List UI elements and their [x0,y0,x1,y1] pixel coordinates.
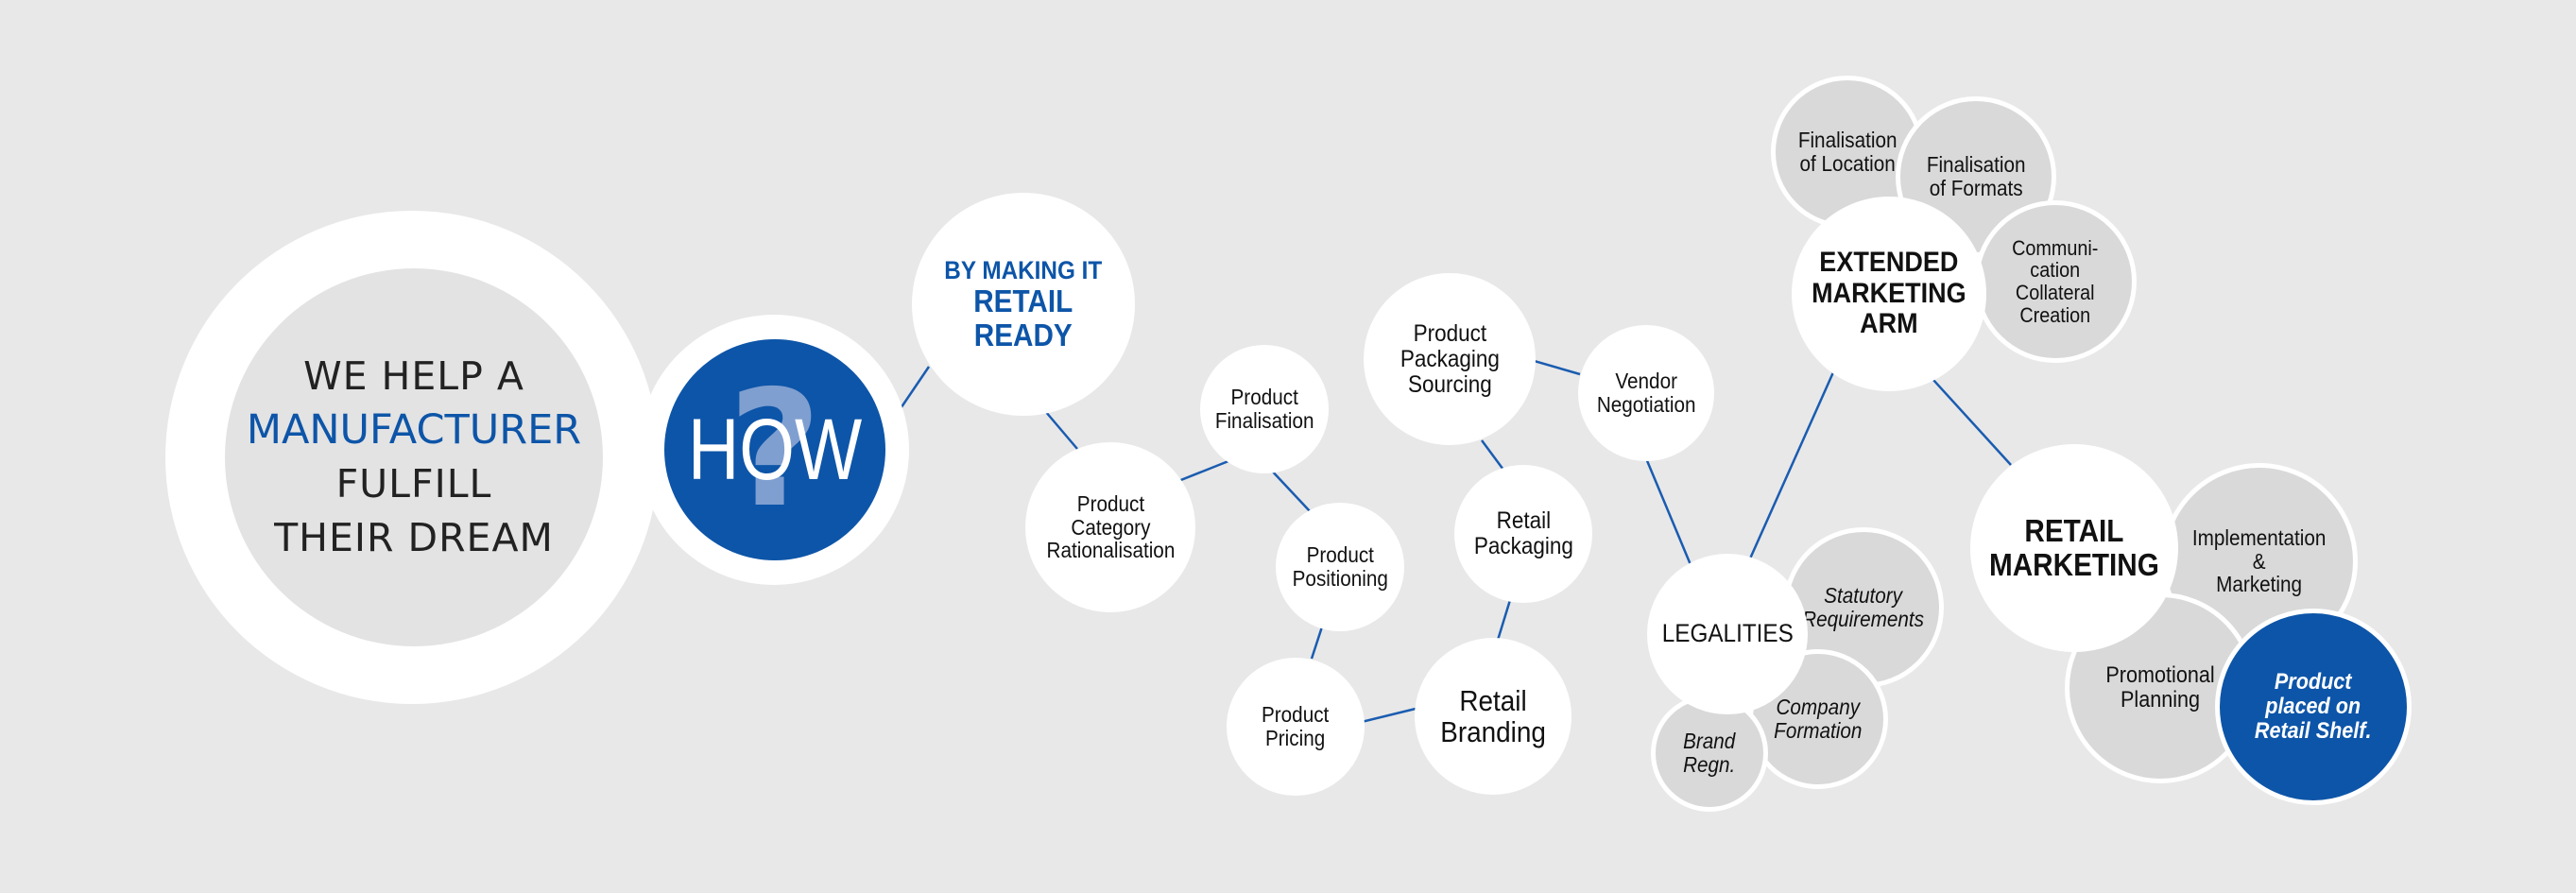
product-category-line-1: Product [1076,490,1144,516]
implementation-line-2: & [2253,548,2266,574]
retail-packaging-line-2: Packaging [1473,533,1573,559]
extended-marketing-line-1: EXTENDED [1819,247,1959,279]
product-category-line-3: Rationalisation [1046,538,1175,563]
node-product-positioning: Product Positioning [1276,503,1404,631]
vendor-negotiation-line-2: Negotiation [1596,392,1696,417]
product-positioning-line-1: Product [1306,542,1374,568]
product-finalisation-line-1: Product [1230,385,1298,410]
retail-branding-line-2: Branding [1440,715,1546,748]
brand-regn-line-2: Regn. [1683,752,1736,777]
node-retail-branding: Retail Branding [1415,638,1571,795]
product-pricing-line-1: Product [1262,702,1330,728]
node-product-packaging-sourcing: Product Packaging Sourcing [1364,273,1536,445]
connector-finalisation-positioning [1267,466,1312,513]
node-retail-ready: BY MAKING IT RETAIL READY [912,193,1135,416]
node-brand-regn: Brand Regn. [1651,695,1768,812]
implementation-line-1: Implementation [2192,524,2327,550]
retail-ready-line-3: READY [973,317,1073,352]
node-vendor-negotiation: Vendor Negotiation [1578,325,1714,461]
company-formation-line-2: Formation [1774,718,1863,743]
communication-line-2: cation [2030,258,2081,283]
product-category-line-2: Category [1070,514,1150,540]
intro-inner-disc [225,268,603,646]
how-label: HOW [687,401,863,498]
question-mark-icon: ? [728,356,822,543]
node-product-category-rationalisation: Product Category Rationalisation [1025,442,1195,612]
retail-ready-line-1: BY MAKING IT [944,255,1103,284]
node-product-finalisation: Product Finalisation [1200,345,1329,473]
communication-line-1: Communi- [2012,235,2099,260]
retail-marketing-line-1: RETAIL [2024,513,2124,549]
product-shelf-line-2: placed on [2265,694,2361,720]
product-packaging-line-1: Product [1413,319,1486,347]
finalisation-formats-line-1: Finalisation [1926,152,2026,178]
retail-packaging-line-1: Retail [1496,507,1551,534]
statutory-line-1: Statutory [1824,583,1903,609]
intro-line-3: FULFILL [335,461,492,507]
statutory-line-2: Requirements [1802,607,1925,631]
intro-statement: WE HELP A MANUFACTURER FULFILL THEIR DRE… [225,268,603,646]
intro-line-4: THEIR DREAM [274,515,554,560]
how-disc [664,339,885,560]
extended-marketing-line-3: ARM [1860,308,1918,340]
node-legalities: LEGALITIES [1647,554,1808,714]
node-product-on-retail-shelf: Product placed on Retail Shelf. [2215,609,2412,805]
product-finalisation-line-2: Finalisation [1214,408,1314,433]
product-packaging-line-3: Sourcing [1407,370,1492,398]
node-communication-collateral: Communi- cation Collateral Creation [1974,200,2137,363]
promotional-line-1: Promotional [2105,662,2215,689]
node-retail-marketing: RETAIL MARKETING [1970,444,2178,652]
extended-marketing-line-2: MARKETING [1812,277,1966,309]
intro-line-manufacturer: MANUFACTURER [246,406,582,454]
product-shelf-line-3: Retail Shelf. [2255,717,2372,744]
node-retail-packaging: Retail Packaging [1454,465,1592,603]
promotional-line-2: Planning [2120,687,2201,713]
node-extended-marketing-arm: EXTENDED MARKETING ARM [1792,197,1986,391]
brand-regn-line-1: Brand [1683,729,1736,754]
communication-line-3: Collateral [2016,281,2095,304]
retail-marketing-line-2: MARKETING [1989,547,2159,582]
finalisation-location-line-2: of Location [1799,151,1896,176]
retail-branding-line-1: Retail [1459,683,1527,717]
connector-legalities-extended [1737,371,1835,585]
finalisation-location-line-1: Finalisation [1797,128,1898,153]
product-pricing-line-2: Pricing [1265,726,1326,750]
intro-line-1: WE HELP A [303,353,524,399]
connector-vendor-legalities [1637,439,1693,568]
communication-line-4: Creation [2019,302,2091,327]
legalities-label: LEGALITIES [1661,619,1794,648]
product-positioning-line-2: Positioning [1292,566,1388,591]
vendor-negotiation-line-1: Vendor [1615,369,1677,394]
node-statutory-requirements: Statutory Requirements [1783,527,1944,688]
implementation-line-3: Marketing [2216,572,2303,597]
product-shelf-line-1: Product [2275,669,2352,696]
company-formation-line-1: Company [1776,695,1861,720]
finalisation-formats-line-2: of Formats [1929,176,2023,200]
product-packaging-line-2: Packaging [1400,345,1500,372]
node-product-pricing: Product Pricing [1227,658,1365,796]
retail-ready-line-2: RETAIL [973,283,1073,318]
